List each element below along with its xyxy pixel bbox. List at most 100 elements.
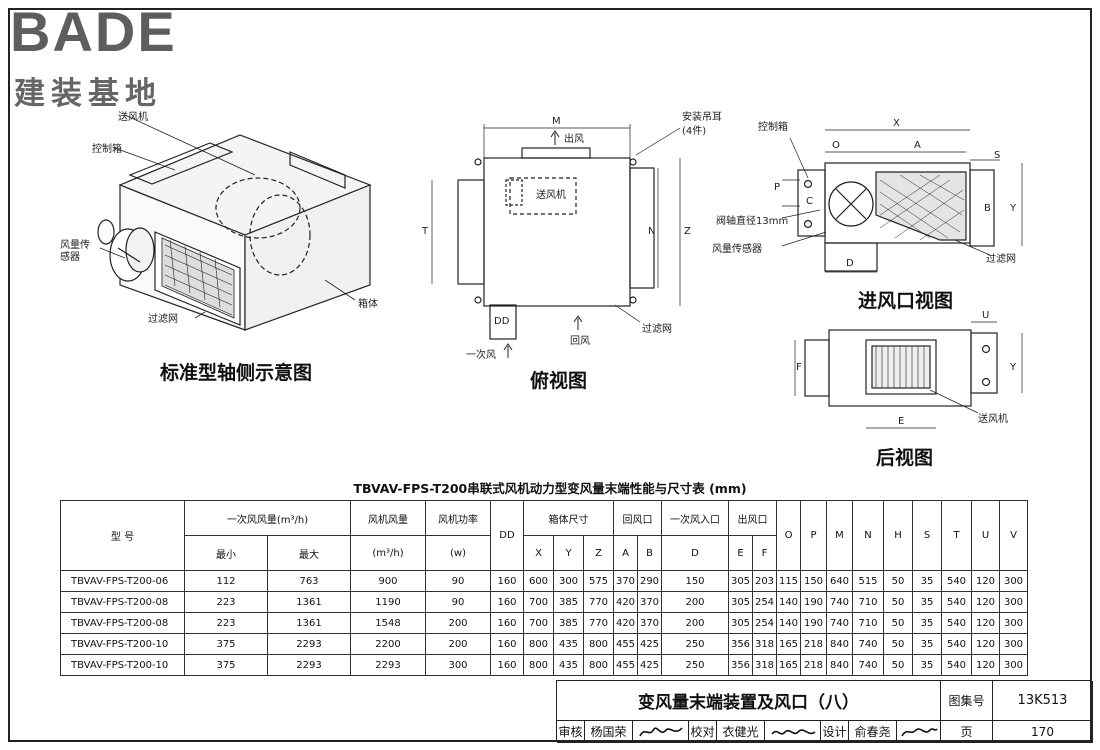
table-cell: 435: [553, 654, 584, 676]
table-cell: 385: [553, 612, 584, 634]
table-cell: 50: [883, 570, 913, 592]
table-cell: 35: [912, 591, 942, 613]
checker-signature-mark: [770, 728, 816, 735]
table-cell: 218: [800, 633, 827, 655]
table-cell: 305: [728, 591, 753, 613]
table-cell-model: TBVAV-FPS-T200-06: [60, 570, 185, 592]
th-return-port: 回风口: [613, 500, 662, 536]
th-t: T: [941, 500, 972, 571]
table-cell: 165: [776, 633, 801, 655]
th-x: X: [523, 535, 554, 571]
table-cell: 356: [728, 654, 753, 676]
reviewer-signature: [633, 721, 689, 743]
th-fan-power-unit: (w): [425, 535, 491, 571]
table-cell: 375: [184, 633, 268, 655]
spec-table-title: TBVAV-FPS-T200串联式风机动力型变风量末端性能与尺寸表 (mm): [353, 481, 747, 496]
logo-brand: BADE: [10, 0, 177, 63]
table-cell: 375: [184, 654, 268, 676]
table-cell: 223: [184, 612, 268, 634]
table-cell: 1361: [267, 612, 351, 634]
table-cell: 300: [999, 570, 1028, 592]
rear-view-title: 后视图: [876, 447, 934, 469]
reviewer-signature-mark: [638, 726, 683, 736]
dim-d-inlet: D: [846, 258, 854, 269]
table-cell: 800: [523, 633, 554, 655]
label-airflow-sensor-inlet: 风量传感器: [712, 244, 762, 255]
designer-signature: [897, 721, 941, 743]
th-dd: DD: [490, 500, 524, 571]
table-cell: 250: [661, 654, 729, 676]
table-cell: 200: [661, 612, 729, 634]
table-cell: 223: [184, 591, 268, 613]
table-cell: 35: [912, 612, 942, 634]
table-cell: 700: [523, 591, 554, 613]
review-label: 审核: [557, 721, 585, 743]
table-cell: 150: [800, 570, 827, 592]
table-cell: 740: [826, 591, 853, 613]
th-y: Y: [553, 535, 584, 571]
page-label: 页: [941, 721, 993, 743]
dim-n-top: N: [648, 226, 656, 237]
table-cell: 800: [583, 654, 614, 676]
table-cell: 710: [852, 612, 884, 634]
dim-f-rear: F: [796, 362, 802, 373]
th-f: F: [752, 535, 777, 571]
dim-e-rear: E: [898, 416, 905, 427]
table-cell: 800: [523, 654, 554, 676]
table-cell: 640: [826, 570, 853, 592]
table-cell: 200: [425, 633, 491, 655]
logo-subtitle: 建装基地: [14, 76, 162, 112]
table-cell-model: TBVAV-FPS-T200-10: [60, 633, 185, 655]
table-cell: 190: [800, 591, 827, 613]
drawing-title: 变风量末端装置及风口（八）: [557, 681, 941, 721]
dim-m-top: M: [552, 116, 561, 127]
checker-name: 衣健光: [717, 721, 765, 743]
th-outlet: 出风口: [728, 500, 777, 536]
th-u: U: [971, 500, 1000, 571]
table-cell: 160: [490, 633, 524, 655]
design-label: 设计: [821, 721, 849, 743]
table-cell: 740: [852, 633, 884, 655]
table-cell: 254: [752, 591, 777, 613]
table-cell: 190: [800, 612, 827, 634]
table-cell: 356: [728, 633, 753, 655]
dim-dd-top: DD: [494, 316, 510, 327]
table-cell-model: TBVAV-FPS-T200-08: [60, 591, 185, 613]
dim-c-inlet: C: [806, 196, 813, 207]
table-cell: 740: [852, 654, 884, 676]
dim-o-inlet: O: [832, 140, 840, 151]
table-cell: 763: [267, 570, 351, 592]
table-cell: 540: [941, 612, 972, 634]
table-cell: 90: [425, 570, 491, 592]
th-primary-air-volume: 一次风风量(m³/h): [184, 500, 351, 536]
bade-logo: BADE 建装基地: [10, 4, 220, 114]
th-m: M: [826, 500, 853, 571]
table-cell: 2293: [267, 633, 351, 655]
reviewer-name: 杨国荣: [585, 721, 633, 743]
table-cell: 140: [776, 591, 801, 613]
dim-a-inlet: A: [914, 140, 921, 151]
table-cell: 540: [941, 654, 972, 676]
table-cell: 455: [613, 633, 638, 655]
table-cell: 1361: [267, 591, 351, 613]
table-cell: 160: [490, 612, 524, 634]
table-cell: 120: [971, 591, 1000, 613]
dim-x-inlet: X: [893, 118, 900, 129]
table-cell: 120: [971, 570, 1000, 592]
table-cell: 254: [752, 612, 777, 634]
table-cell: 305: [728, 612, 753, 634]
th-max: 最大: [267, 535, 351, 571]
dim-y-inlet: Y: [1010, 203, 1017, 214]
label-control-box-inlet: 控制箱: [758, 122, 788, 133]
table-cell: 770: [583, 612, 614, 634]
table-cell: 425: [637, 633, 662, 655]
table-cell: 35: [912, 633, 942, 655]
th-s: S: [912, 500, 942, 571]
dim-p-inlet: P: [774, 182, 781, 193]
table-cell: 160: [490, 591, 524, 613]
table-cell: 90: [425, 591, 491, 613]
